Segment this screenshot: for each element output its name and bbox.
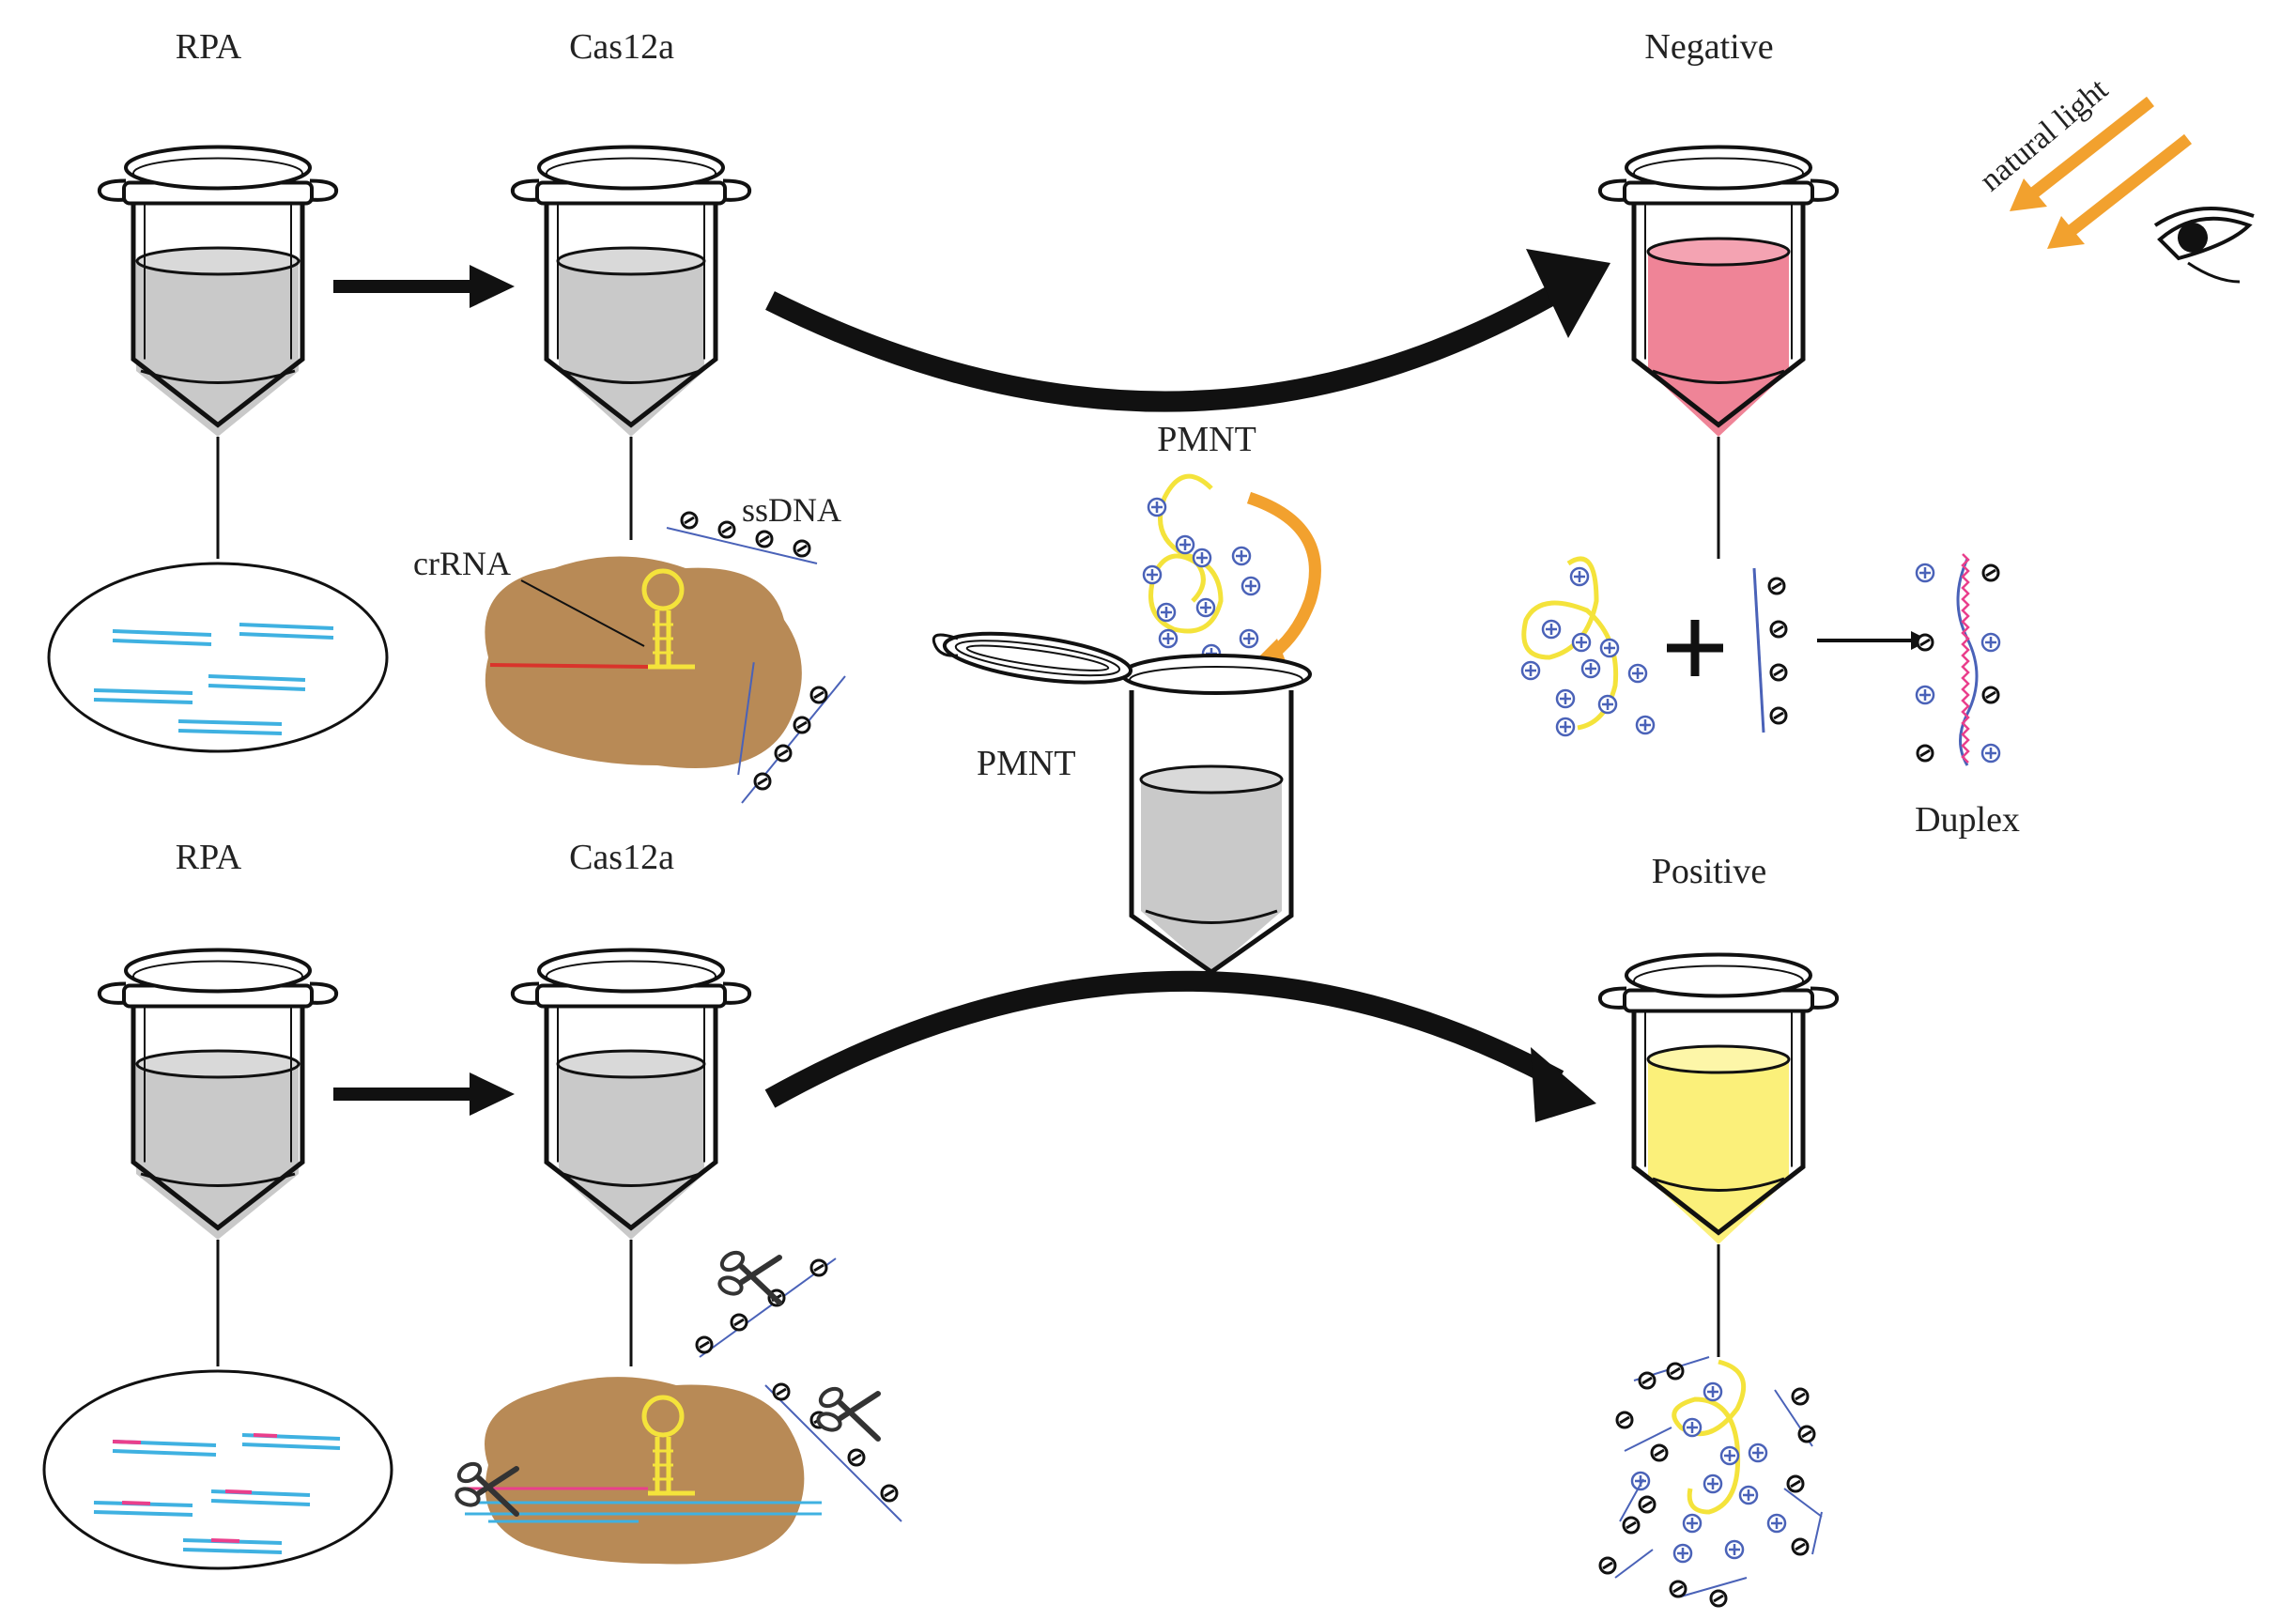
- pmnt-plus-ssdna: [1520, 556, 1930, 737]
- negative-label: Negative: [1644, 27, 1773, 67]
- crrna-label: crRNA: [413, 545, 511, 582]
- rpa-top-label: RPA: [176, 27, 242, 67]
- pmnt-top-label: PMNT: [1157, 420, 1256, 459]
- scissors-icon: [717, 1249, 779, 1303]
- arrow-to-positive: [764, 970, 1596, 1122]
- positive-tube: [1600, 955, 1837, 1357]
- cas12a-tube-bottom: [513, 950, 749, 1366]
- positive-label: Positive: [1652, 852, 1766, 891]
- ssdna-label: ssDNA: [742, 491, 841, 529]
- pmnt-tube: [932, 631, 1312, 976]
- arrow-rpa-to-cas-bottom: [333, 1072, 515, 1116]
- cleaved-ssdna: [695, 1249, 902, 1522]
- scissors-icon: [816, 1385, 878, 1439]
- cas12a-complex-bottom: [455, 1377, 822, 1565]
- duplex: [1915, 553, 2001, 766]
- cas12a-complex-top: crRNA: [413, 545, 802, 768]
- free-pmnt-fragments: [1598, 1356, 1823, 1608]
- pmnt-polymer: [1142, 473, 1321, 669]
- negative-tube: [1600, 147, 1837, 559]
- cas12a-top-label: Cas12a: [569, 27, 674, 67]
- duplex-label: Duplex: [1915, 800, 2020, 840]
- eye-icon: [2153, 207, 2255, 284]
- rpa-tube-bottom: [100, 950, 336, 1366]
- rpa-tube-top: [100, 147, 336, 559]
- pmnt-side-label: PMNT: [977, 744, 1076, 783]
- cas12a-tube-top: [513, 147, 749, 540]
- cas12a-bottom-label: Cas12a: [569, 838, 674, 877]
- dsdna-pool-top: [47, 562, 389, 753]
- arrow-rpa-to-cas-top: [333, 265, 515, 308]
- ssdna-reporters-top: ssDNA: [666, 491, 846, 804]
- rpa-bottom-label: RPA: [176, 838, 242, 877]
- natural-light: natural light: [1973, 71, 2193, 249]
- dsdna-pool-bottom: [42, 1369, 393, 1570]
- arrow-to-negative: [765, 249, 1610, 412]
